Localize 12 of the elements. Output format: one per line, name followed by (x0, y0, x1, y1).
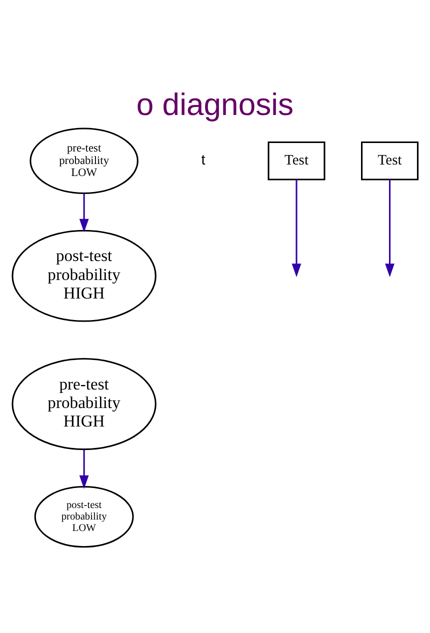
node-ellipse: post-test probability HIGH (12, 230, 156, 322)
node-box: Test (361, 141, 419, 180)
arrow (79, 450, 89, 489)
label: t (201, 152, 206, 169)
arrow (385, 180, 394, 278)
node-ellipse: pre-test probability LOW (30, 128, 138, 194)
arrow (292, 180, 302, 278)
arrow (79, 193, 89, 232)
node-ellipse: post-test probability LOW (34, 486, 134, 548)
node-ellipse: pre-test probability HIGH (12, 358, 156, 450)
node-box: Test (268, 141, 326, 180)
diagram-title: o diagnosis (136, 87, 294, 122)
